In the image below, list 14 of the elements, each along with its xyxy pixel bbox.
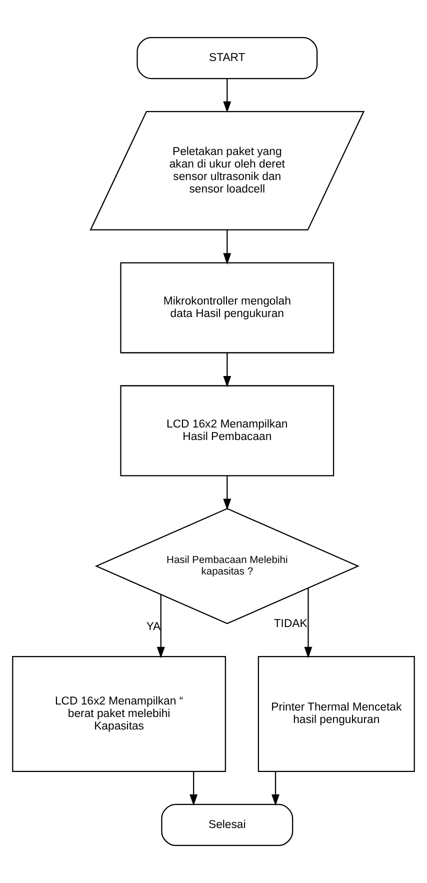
arrow <box>304 588 312 658</box>
arrow <box>223 78 232 113</box>
arrow <box>272 772 280 806</box>
arrow <box>223 476 232 510</box>
arrow <box>156 594 165 658</box>
node-box: LCD 16x2 Menampilkan Hasil Pembacaan <box>120 385 334 476</box>
node-box: Selesai <box>161 804 294 846</box>
node-box: Printer Thermal Mencetak hasil pengukuran <box>258 656 415 772</box>
arrow <box>223 230 232 265</box>
node-box: LCD 16x2 Menampilkan “ berat paket melebihi Kapasitas <box>12 656 226 772</box>
arrow <box>223 352 232 388</box>
node-box: START <box>136 36 318 80</box>
arrow <box>190 772 198 806</box>
node-box: Mikrokontroller mengolah data Hasil pengukuran <box>120 262 334 354</box>
